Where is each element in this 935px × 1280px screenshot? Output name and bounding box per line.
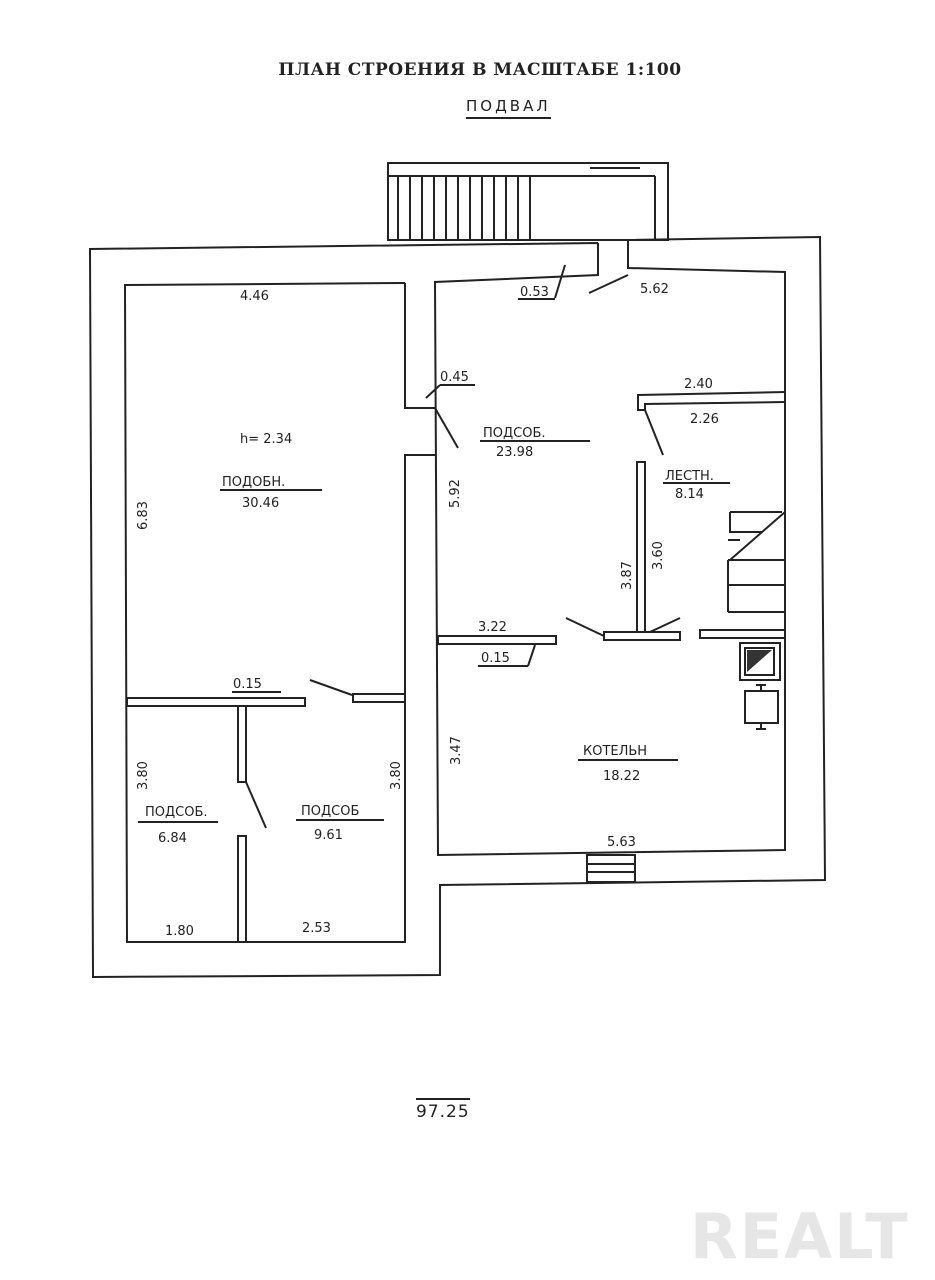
dimension: 3.87 — [620, 561, 635, 590]
inner-wall-left — [123, 282, 435, 943]
interior-stairs — [727, 511, 786, 613]
room-name: ПОДСОБ. — [483, 426, 546, 441]
room-area: 6.84 — [158, 831, 187, 846]
dimension: 0.15 — [233, 677, 262, 692]
room-area: 8.14 — [675, 487, 704, 502]
dimension: 5.92 — [448, 479, 463, 508]
floor-label: ПОДВАЛ — [466, 97, 551, 119]
dimension: 3.22 — [478, 620, 507, 635]
dimension: 0.15 — [481, 651, 510, 666]
room-area: 18.22 — [603, 769, 640, 784]
dimension: 2.26 — [690, 412, 719, 427]
outer-wall — [88, 235, 827, 979]
room-name: ПОДСОБ. — [145, 805, 208, 820]
room-name: ПОДОБН. — [222, 475, 285, 490]
room-height: h= 2.34 — [240, 432, 292, 447]
dimension: 2.40 — [684, 377, 713, 392]
room-area: 23.98 — [496, 445, 533, 460]
dimension: 5.62 — [640, 282, 669, 297]
dimension: 0.53 — [520, 285, 549, 300]
dimension: 3.80 — [389, 761, 404, 790]
dimension: 3.47 — [449, 736, 464, 765]
dimension: 6.83 — [136, 501, 151, 530]
dimension: 5.63 — [607, 835, 636, 850]
dimension: 3.80 — [136, 761, 151, 790]
room-name: ЛЕСТН. — [665, 469, 714, 484]
room-name: КОТЕЛЬН — [583, 744, 647, 759]
dimension: 3.60 — [651, 541, 666, 570]
dimension: 2.53 — [302, 921, 331, 936]
dimension: 1.80 — [165, 924, 194, 939]
partition — [126, 697, 306, 707]
plan-title: ПЛАН СТРОЕНИЯ В МАСШТАБЕ 1:100 — [278, 60, 682, 80]
total-area: 97.25 — [416, 1098, 470, 1122]
entrance-stairs — [387, 162, 669, 241]
room-area: 9.61 — [314, 828, 343, 843]
dimension: 4.46 — [240, 289, 269, 304]
room-area: 30.46 — [242, 496, 279, 511]
watermark-logo: REALT — [690, 1200, 910, 1273]
water-heater-icon — [744, 684, 779, 730]
dimension: 0.45 — [440, 370, 469, 385]
boiler-icon — [739, 642, 781, 681]
room-name: ПОДСОБ — [301, 804, 359, 819]
